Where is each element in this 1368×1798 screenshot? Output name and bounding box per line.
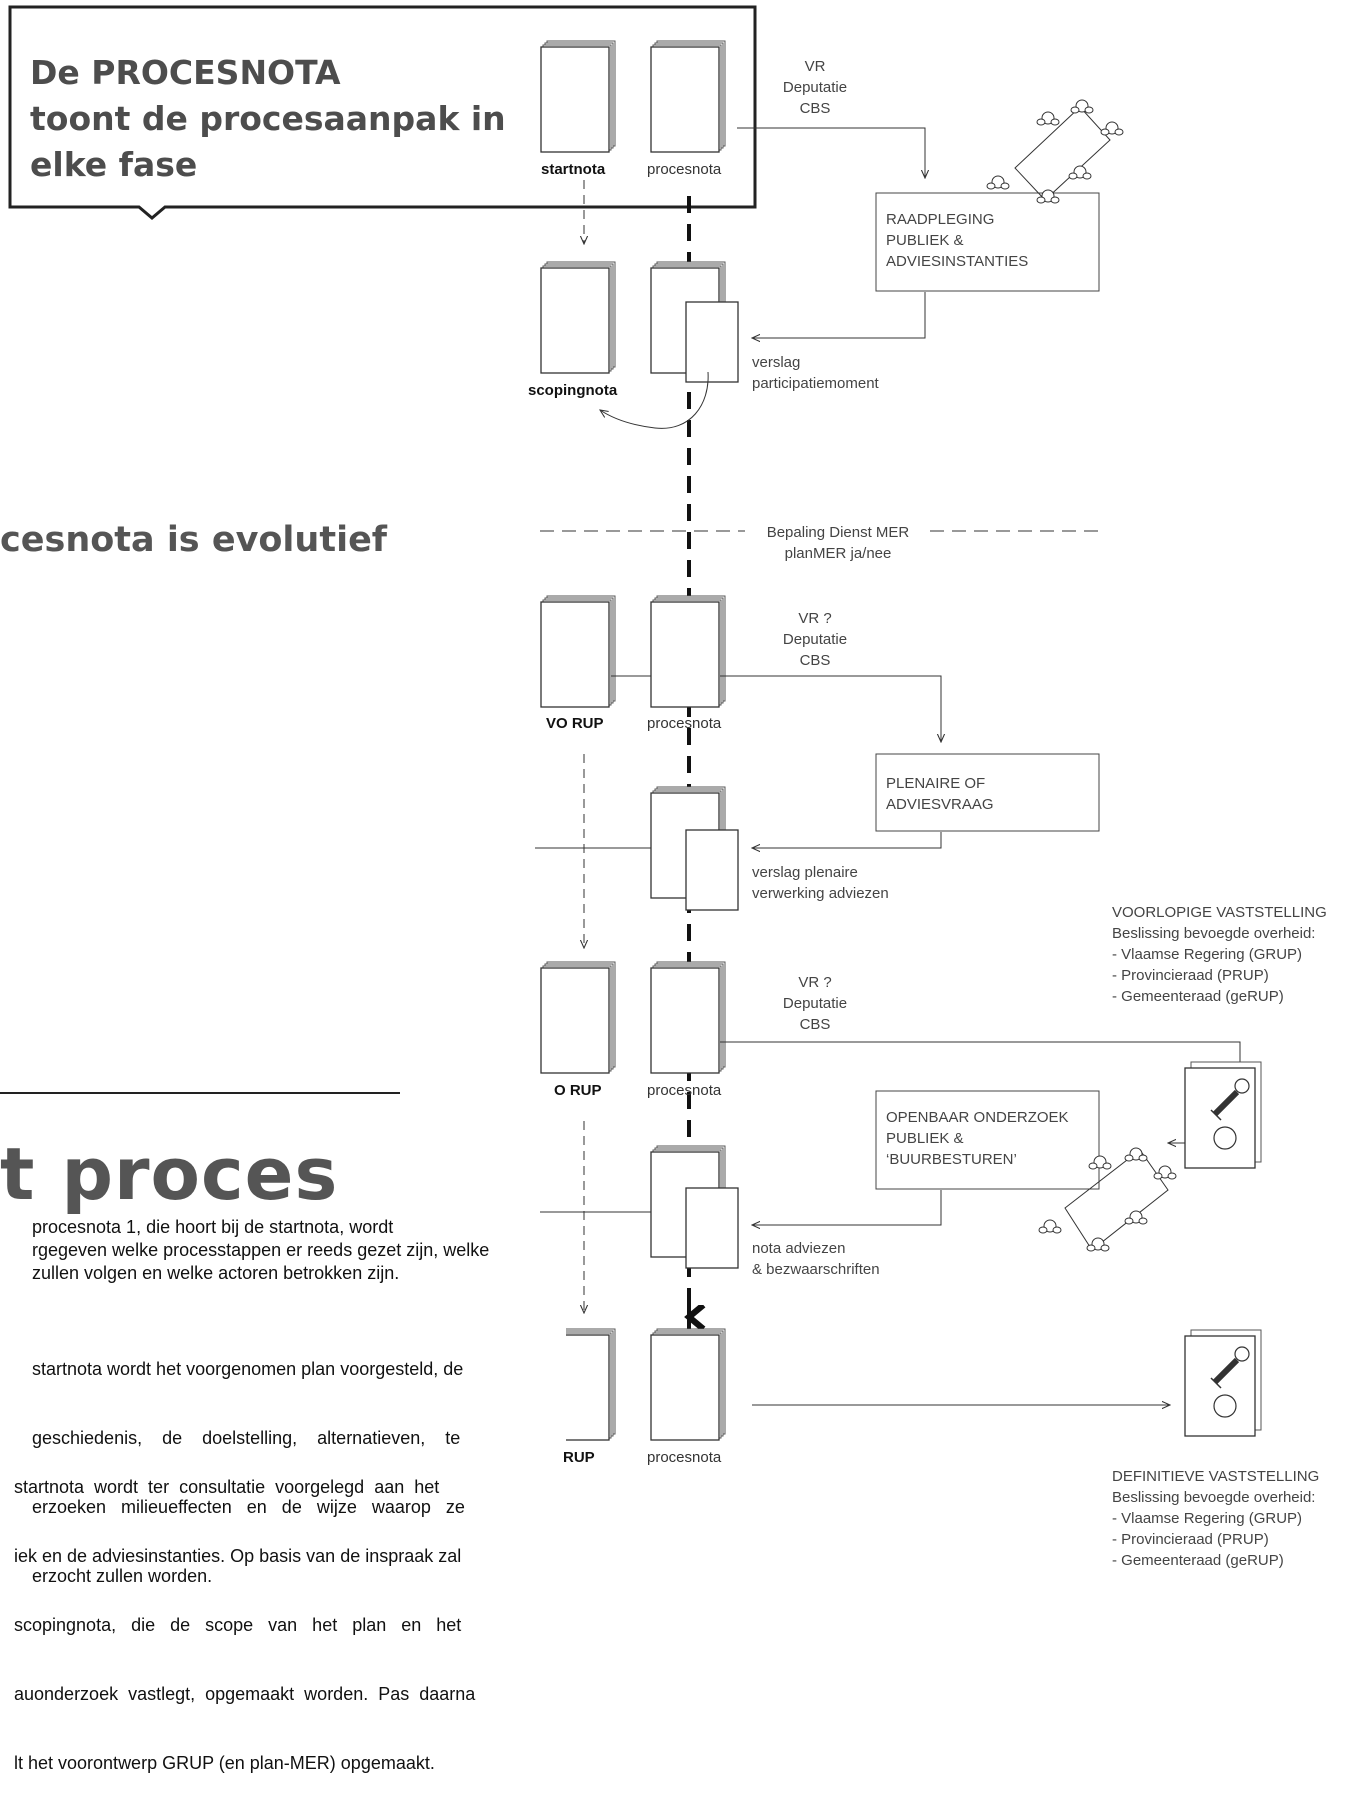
verslag-doc-2 bbox=[685, 829, 739, 911]
procesnota-doc-7 bbox=[650, 1328, 726, 1441]
label-startnota: startnota bbox=[541, 161, 606, 178]
heading-evolutief: cesnota is evolutief bbox=[0, 520, 388, 560]
raadpleging-box bbox=[875, 192, 1100, 292]
label-rup: RUP bbox=[563, 1449, 595, 1466]
procesnota-doc-1 bbox=[650, 40, 726, 153]
people-group-1 bbox=[986, 99, 1124, 204]
startnota-doc bbox=[540, 40, 616, 153]
voorlopige-vaststelling: VOORLOPIGE VASTSTELLING Beslissing bevoe… bbox=[1112, 904, 1327, 1005]
label-o-rup: O RUP bbox=[554, 1082, 602, 1099]
process-diagram bbox=[0, 5, 1368, 1441]
nota-adviezen-label: nota adviezen& bezwaarschriften bbox=[752, 1240, 880, 1278]
scopingnota-doc bbox=[540, 261, 616, 374]
verslag-doc-1 bbox=[685, 301, 739, 383]
label-procesnota-3: procesnota bbox=[647, 715, 722, 732]
heading-proces: t proces bbox=[0, 1132, 339, 1216]
definitieve-vaststelling: DEFINITIEVE VASTSTELLING Beslissing bevo… bbox=[1112, 1468, 1320, 1569]
vo-rup-doc bbox=[540, 595, 616, 708]
openbaar-box bbox=[875, 1090, 1100, 1190]
label-vo-rup: VO RUP bbox=[546, 715, 604, 732]
paragraph-1: procesnota 1, die hoort bij de startnota… bbox=[32, 1217, 490, 1283]
label-procesnota-5: procesnota bbox=[647, 1082, 722, 1099]
procesnota-doc-3 bbox=[650, 595, 726, 708]
stamp-doc-2 bbox=[1185, 1330, 1261, 1436]
label-procesnota-1: procesnota bbox=[647, 161, 722, 178]
label-procesnota-7: procesnota bbox=[647, 1449, 722, 1466]
callout-title: De PROCESNOTA toont de procesaanpak in e… bbox=[30, 53, 506, 184]
nota-adviezen-doc bbox=[685, 1187, 739, 1269]
plenaire-box bbox=[875, 753, 1100, 832]
label-scopingnota: scopingnota bbox=[528, 382, 618, 399]
o-rup-doc bbox=[540, 961, 616, 1074]
people-group-2 bbox=[1038, 1147, 1177, 1252]
stamp-doc-1 bbox=[1185, 1062, 1261, 1168]
paragraph-3: startnota wordt ter consultatie voorgele… bbox=[14, 1477, 476, 1773]
procesnota-doc-5 bbox=[650, 961, 726, 1074]
